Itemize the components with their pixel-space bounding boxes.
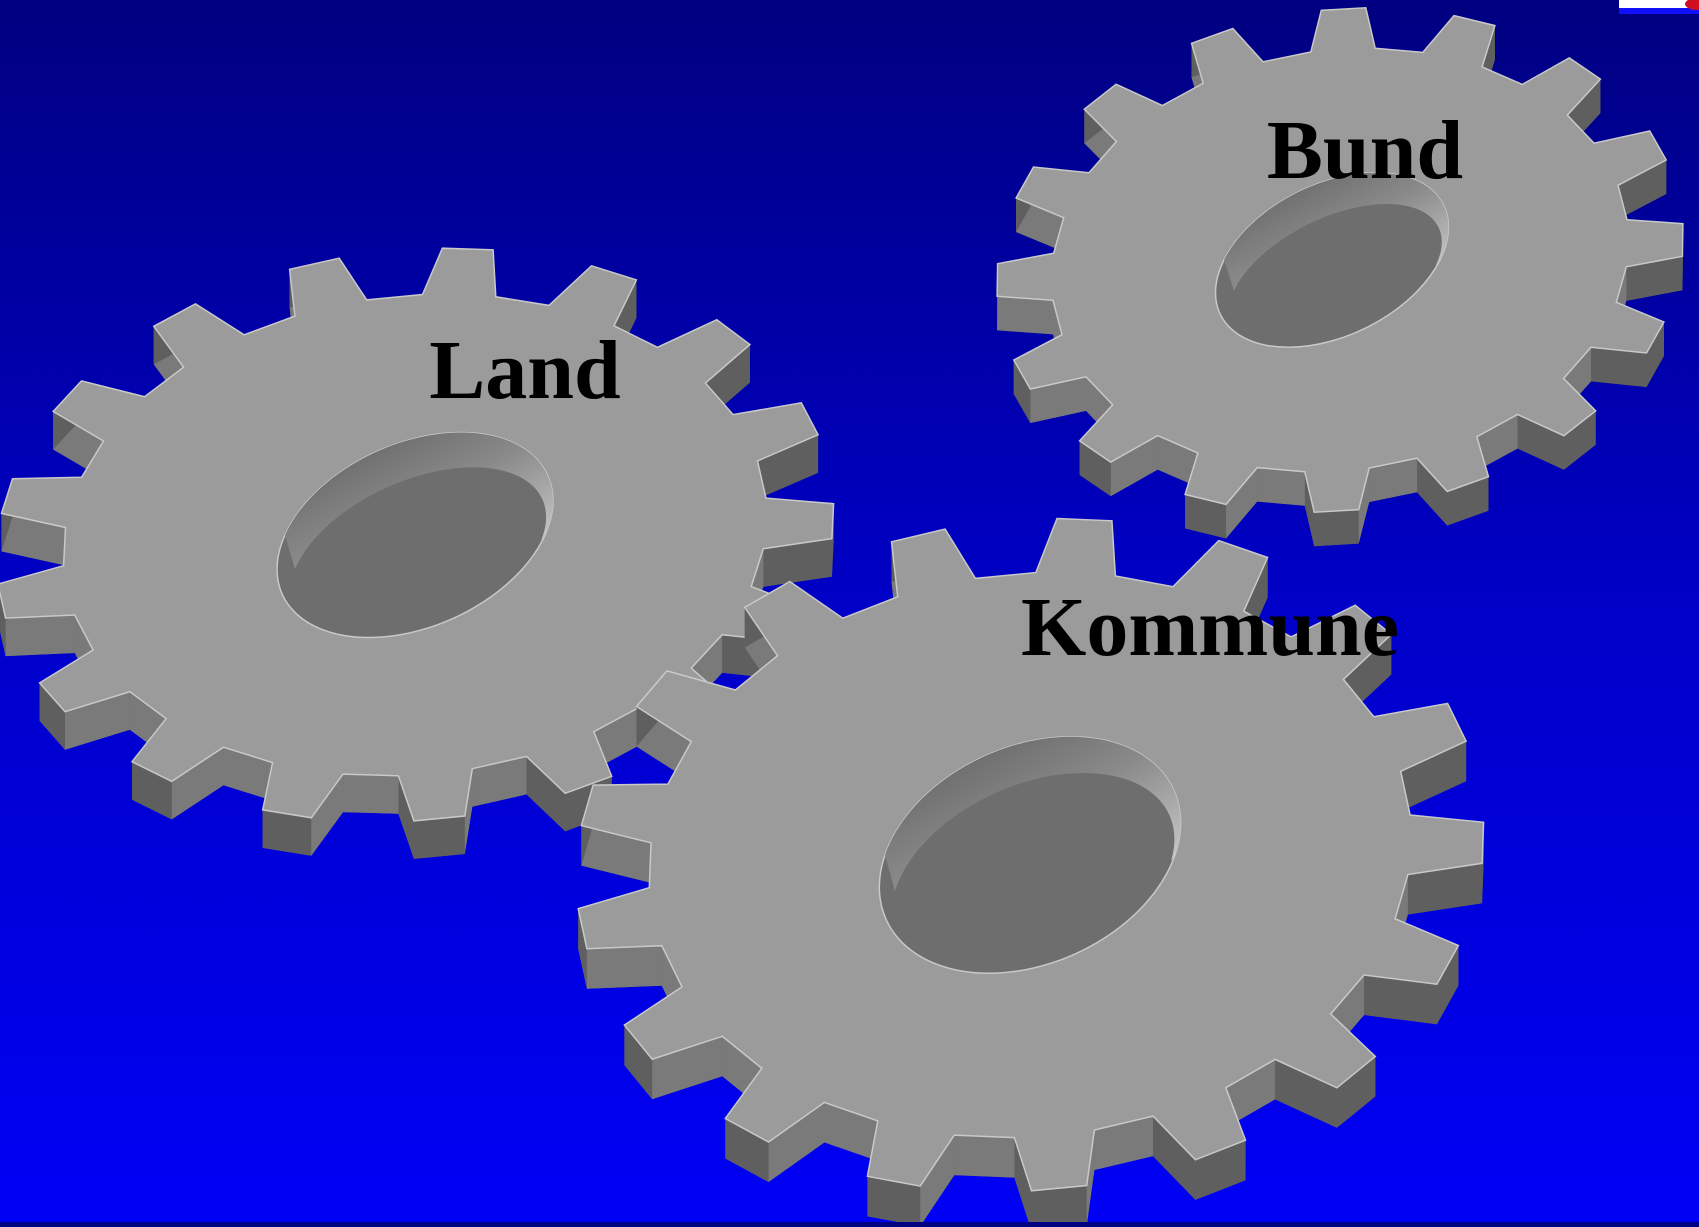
- gear-label-kommune: Kommune: [1021, 581, 1399, 674]
- gear-side-facet: [1591, 347, 1646, 387]
- gear-side-facet: [954, 1135, 1014, 1178]
- gear-bund: Bund: [997, 8, 1683, 546]
- gear-side-facet: [414, 816, 465, 859]
- gear-label-bund: Bund: [1267, 104, 1463, 197]
- gear-side-facet: [6, 615, 75, 656]
- corner-logo-icon: [1619, 0, 1699, 14]
- gear-side-facet: [343, 774, 398, 814]
- gear-side-facet: [997, 296, 1053, 334]
- gear-side-facet: [1032, 1185, 1087, 1222]
- gear-label-land: Land: [429, 324, 620, 417]
- gear-side-facet: [587, 946, 662, 989]
- gear-side-facet: [1257, 468, 1305, 506]
- gear-side-facet: [1314, 510, 1358, 547]
